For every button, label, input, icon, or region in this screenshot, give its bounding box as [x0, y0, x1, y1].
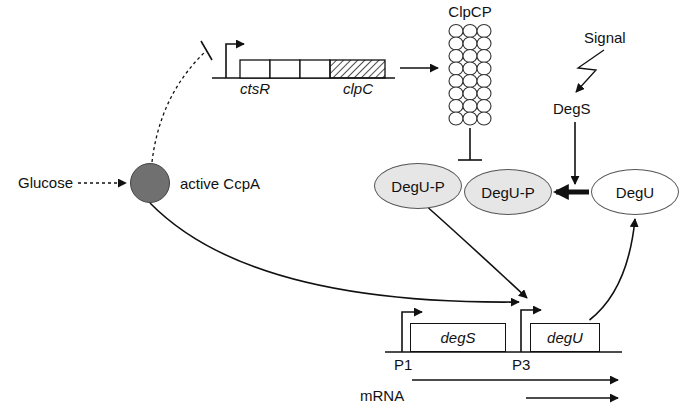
node-text: DegU-P: [391, 178, 444, 195]
text-label: ClpCP: [448, 4, 491, 21]
text-label: clpC: [343, 81, 373, 98]
circle-shape: [130, 163, 170, 203]
text-label: Signal: [584, 30, 626, 47]
connector-arrow: [556, 190, 589, 195]
glucose-arrow: [78, 182, 126, 183]
text-label: DegS: [553, 101, 591, 118]
degS-degU-operon: [385, 310, 622, 398]
signal-bolt: [576, 50, 604, 92]
protein-ellipse: DegU-P: [374, 163, 462, 209]
clpcp-inhibition: [458, 128, 482, 160]
protein-ellipse: DegU-P: [464, 169, 552, 215]
ctsR-clpC-operon: [212, 44, 438, 78]
node-text: degS: [440, 329, 475, 346]
text-label: Glucose: [18, 175, 73, 192]
degs-arrow: [574, 122, 576, 184]
ccpa-circle: active CcpA: [130, 163, 260, 203]
node-text: active CcpA: [180, 175, 260, 192]
node-text: DegU: [616, 184, 654, 201]
gene-box: degS: [410, 323, 506, 352]
connector-arrow: [590, 219, 636, 320]
node-text: degU: [547, 329, 583, 346]
text-label: ctsR: [240, 81, 270, 98]
connector-arrow: [150, 203, 519, 302]
node-text: DegU-P: [481, 184, 534, 201]
gene-box: degU: [530, 323, 600, 352]
text-label: P1: [394, 357, 412, 374]
protein-ellipse: DegU: [591, 169, 679, 215]
ccpa-inhibition: [152, 41, 212, 162]
clpcp-protease: [449, 25, 491, 126]
text-label: P3: [512, 357, 530, 374]
text-label: mRNA: [360, 388, 404, 405]
connector-arrow: [429, 208, 527, 298]
